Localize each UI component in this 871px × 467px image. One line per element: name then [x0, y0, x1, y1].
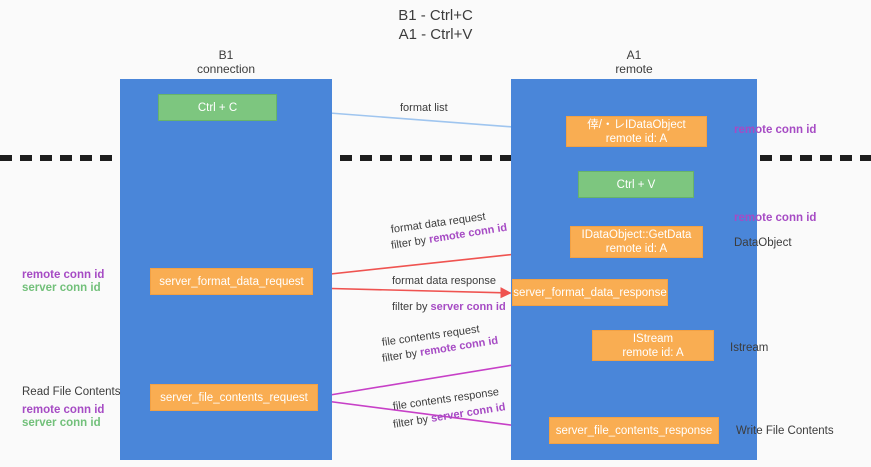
page-title: B1 - Ctrl+C A1 - Ctrl+V [398, 7, 473, 43]
column-header-b1: B1 connection [196, 48, 256, 76]
node-ctrl-c[interactable]: Ctrl + C [158, 94, 277, 121]
annotation-istream: Istream [730, 342, 769, 354]
edge-label-file-contents-request-group: file contents request filter by remote c… [381, 323, 499, 366]
edge-label-file-contents-response-filter-prefix: filter by [392, 412, 433, 431]
node-idataobject-getdata[interactable]: IDataObject::GetData remote id: A [570, 226, 703, 258]
edge-label-format-data-response-group: format data response filter by server co… [392, 274, 506, 314]
column-header-a1: A1 remote [615, 48, 653, 76]
edge-label-format-data-response-filter-prefix: filter by [392, 301, 431, 313]
dashed-divider [0, 155, 871, 161]
node-server-format-data-request[interactable]: server_format_data_request [150, 268, 313, 295]
arrow-format-data-response [311, 287, 512, 299]
node-ctrl-v[interactable]: Ctrl + V [578, 171, 694, 198]
edge-label-file-contents-response-group: file contents response filter by server … [392, 386, 506, 432]
annotation-write-file-contents: Write File Contents [736, 425, 834, 437]
edge-label-format-list: format list [400, 102, 448, 114]
node-idataobject[interactable]: 倖/・レIDataObject remote id: A [566, 116, 707, 147]
annotation-left-remote-conn-id: remote conn id [22, 269, 105, 281]
node-server-format-data-response[interactable]: server_format_data_response [512, 279, 668, 306]
node-server-file-contents-request[interactable]: server_file_contents_request [150, 384, 318, 411]
edge-label-format-data-request-group: format data request filter by remote con… [390, 211, 508, 253]
node-istream[interactable]: IStream remote id: A [592, 330, 714, 361]
edge-label-file-contents-request-filter-prefix: filter by [381, 346, 422, 365]
arrow-file-contents-response [317, 399, 551, 435]
annotation-left-bottom-remote-conn-id: remote conn id [22, 404, 105, 416]
edge-label-format-data-response: format data response [392, 275, 496, 287]
annotation-left-bottom-server-conn-id: server conn id [22, 417, 101, 429]
edge-label-format-data-request-filter-prefix: filter by [390, 233, 431, 252]
edge-key-server-conn-id-1: server conn id [430, 301, 506, 313]
annotation-read-file-contents: Read File Contents [22, 386, 121, 398]
annotation-left-server-conn-id: server conn id [22, 282, 101, 294]
node-server-file-contents-response[interactable]: server_file_contents_response [549, 417, 719, 444]
annotation-remote-conn-id-mid: remote conn id [734, 212, 817, 224]
annotation-dataobject: DataObject [734, 237, 792, 249]
annotation-remote-conn-id-top: remote conn id [734, 124, 817, 136]
